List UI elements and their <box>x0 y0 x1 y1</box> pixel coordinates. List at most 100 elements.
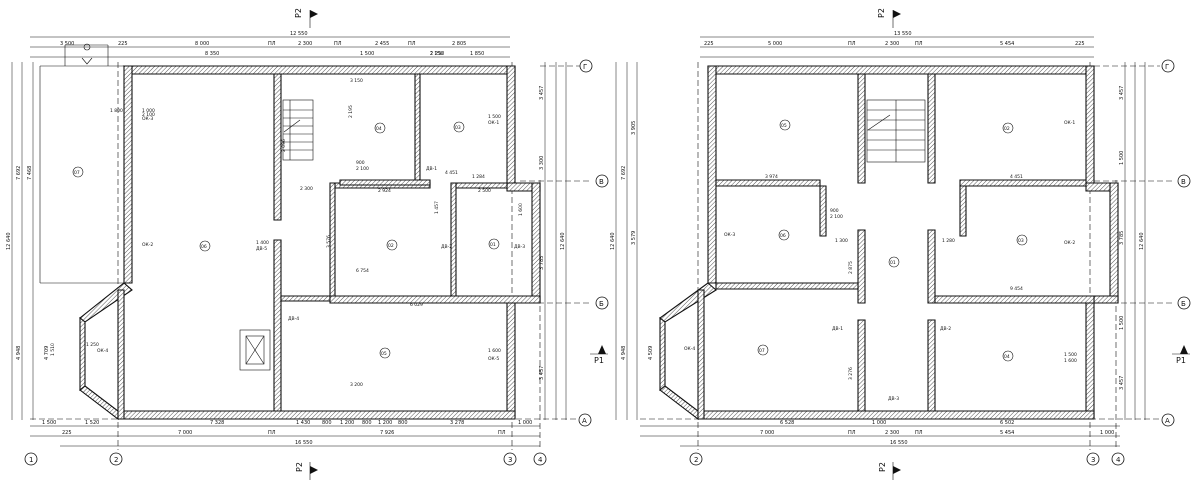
svg-text:8 000: 8 000 <box>195 41 209 47</box>
svg-text:1 520: 1 520 <box>85 420 99 426</box>
svg-text:12 640: 12 640 <box>610 233 616 251</box>
svg-text:16 550: 16 550 <box>890 440 908 446</box>
svg-text:1 500: 1 500 <box>1119 316 1125 330</box>
svg-text:2 100: 2 100 <box>356 166 369 172</box>
right-top-dimensions: 13 550 225 5 000 ПЛ 2 300 ПЛ 5 454 225 <box>700 31 1094 58</box>
svg-text:7 000: 7 000 <box>760 430 774 436</box>
section-markers: P2 P2 P2 P2 P1 P1 <box>294 8 1190 480</box>
left-opening-labels: ОК-3 ОК-2 ОК-4 ОК-5 ОК-1 ДВ-1 ДВ-2 ДВ-3 … <box>50 51 525 388</box>
svg-text:16 550: 16 550 <box>295 440 313 446</box>
svg-text:ОК-1: ОК-1 <box>1064 120 1075 126</box>
svg-text:900: 900 <box>356 160 365 166</box>
svg-text:5 454: 5 454 <box>1000 430 1014 436</box>
svg-text:2 250: 2 250 <box>430 51 444 57</box>
svg-text:ОК-2: ОК-2 <box>142 242 153 248</box>
svg-text:06: 06 <box>201 244 207 250</box>
svg-text:1 300: 1 300 <box>835 238 848 244</box>
svg-text:01: 01 <box>890 260 896 266</box>
svg-text:4 509: 4 509 <box>648 346 654 360</box>
svg-text:1 280: 1 280 <box>942 238 955 244</box>
svg-text:2 924: 2 924 <box>378 188 391 194</box>
svg-text:6 528: 6 528 <box>780 420 794 426</box>
svg-text:1 200: 1 200 <box>340 420 354 426</box>
svg-text:ПЛ: ПЛ <box>498 430 506 436</box>
svg-text:3 278: 3 278 <box>450 420 464 426</box>
right-interior-walls <box>715 73 1095 412</box>
svg-text:ДВ-2: ДВ-2 <box>940 326 951 332</box>
svg-text:1 284: 1 284 <box>472 174 485 180</box>
svg-text:04: 04 <box>376 126 382 132</box>
right-right-dimensions: 3 457 1 500 3 785 1 500 3 457 12 640 <box>1119 62 1146 420</box>
svg-text:12 640: 12 640 <box>6 233 12 251</box>
svg-text:ДВ-1: ДВ-1 <box>832 326 843 332</box>
section-mark-side-right: P1 <box>1172 345 1190 365</box>
svg-text:ОК-3: ОК-3 <box>724 232 735 238</box>
svg-text:13 550: 13 550 <box>894 31 912 37</box>
svg-text:P2: P2 <box>295 462 304 472</box>
svg-text:4: 4 <box>538 456 543 464</box>
svg-text:1 850: 1 850 <box>470 51 484 57</box>
svg-text:05: 05 <box>781 123 787 129</box>
svg-text:800: 800 <box>362 420 372 426</box>
svg-text:04: 04 <box>1004 354 1010 360</box>
svg-text:1 250: 1 250 <box>86 342 99 348</box>
svg-text:1 600: 1 600 <box>488 348 501 354</box>
svg-text:ОК-5: ОК-5 <box>488 356 499 362</box>
svg-text:800: 800 <box>322 420 332 426</box>
svg-text:P1: P1 <box>594 356 604 365</box>
svg-text:3 576: 3 576 <box>326 235 332 248</box>
svg-text:ДВ-3: ДВ-3 <box>514 244 525 250</box>
svg-text:5 454: 5 454 <box>1000 41 1014 47</box>
svg-text:ДВ-5: ДВ-5 <box>256 246 267 252</box>
svg-text:2 300: 2 300 <box>300 186 313 192</box>
svg-text:225: 225 <box>1075 41 1085 47</box>
svg-text:3 974: 3 974 <box>765 174 778 180</box>
svg-text:ДВ-4: ДВ-4 <box>288 316 299 322</box>
svg-text:4 948: 4 948 <box>621 346 627 360</box>
svg-text:ОК-1: ОК-1 <box>488 120 499 126</box>
svg-text:ПЛ: ПЛ <box>268 430 276 436</box>
svg-text:1 800: 1 800 <box>110 108 123 114</box>
svg-text:5 000: 5 000 <box>768 41 782 47</box>
section-mark-top-left: P2 <box>294 8 318 28</box>
svg-text:1 457: 1 457 <box>434 201 440 214</box>
svg-text:7 468: 7 468 <box>27 166 33 180</box>
left-room-labels: 07 06 04 03 02 01 05 <box>72 121 500 359</box>
svg-text:ПЛ: ПЛ <box>268 41 276 47</box>
svg-text:6 502: 6 502 <box>1000 420 1014 426</box>
svg-text:6 754: 6 754 <box>356 268 369 274</box>
svg-text:2 300: 2 300 <box>885 430 899 436</box>
svg-text:ОК-4: ОК-4 <box>97 348 108 354</box>
svg-text:3 457: 3 457 <box>539 366 545 380</box>
svg-text:9 454: 9 454 <box>1010 286 1023 292</box>
section-mark-side-left: P1 <box>590 345 608 365</box>
svg-text:7 926: 7 926 <box>380 430 394 436</box>
svg-text:1 000: 1 000 <box>1100 430 1114 436</box>
svg-text:02: 02 <box>1004 126 1010 132</box>
svg-text:ОК-3: ОК-3 <box>142 116 153 122</box>
svg-text:2 150: 2 150 <box>430 51 443 57</box>
svg-text:ПЛ: ПЛ <box>915 41 923 47</box>
svg-text:3 150: 3 150 <box>350 78 363 84</box>
svg-text:4 709: 4 709 <box>44 346 50 360</box>
svg-text:3 457: 3 457 <box>1119 376 1125 390</box>
svg-text:7 692: 7 692 <box>16 166 22 180</box>
svg-text:А: А <box>582 417 587 425</box>
svg-text:ОК-4: ОК-4 <box>684 346 695 352</box>
section-mark-top-right: P2 <box>877 8 901 28</box>
svg-text:2: 2 <box>114 456 118 464</box>
svg-text:1 500: 1 500 <box>360 51 374 57</box>
svg-text:А: А <box>1165 417 1170 425</box>
right-left-dimensions: 12 640 7 692 4 948 3 905 3 579 4 509 <box>610 62 654 420</box>
left-floor-plan: 12 550 3 500 225 8 000 ПЛ 2 300 ПЛ 2 455… <box>6 31 609 466</box>
svg-text:ДВ-1: ДВ-1 <box>426 166 437 172</box>
svg-text:1 500: 1 500 <box>1119 151 1125 165</box>
svg-text:ПЛ: ПЛ <box>848 430 856 436</box>
svg-text:225: 225 <box>118 41 128 47</box>
svg-text:05: 05 <box>381 351 387 357</box>
svg-text:2 300: 2 300 <box>885 41 899 47</box>
svg-text:P2: P2 <box>294 8 303 18</box>
svg-text:4: 4 <box>1116 456 1121 464</box>
svg-text:P2: P2 <box>877 8 886 18</box>
svg-text:3 276: 3 276 <box>848 367 854 380</box>
